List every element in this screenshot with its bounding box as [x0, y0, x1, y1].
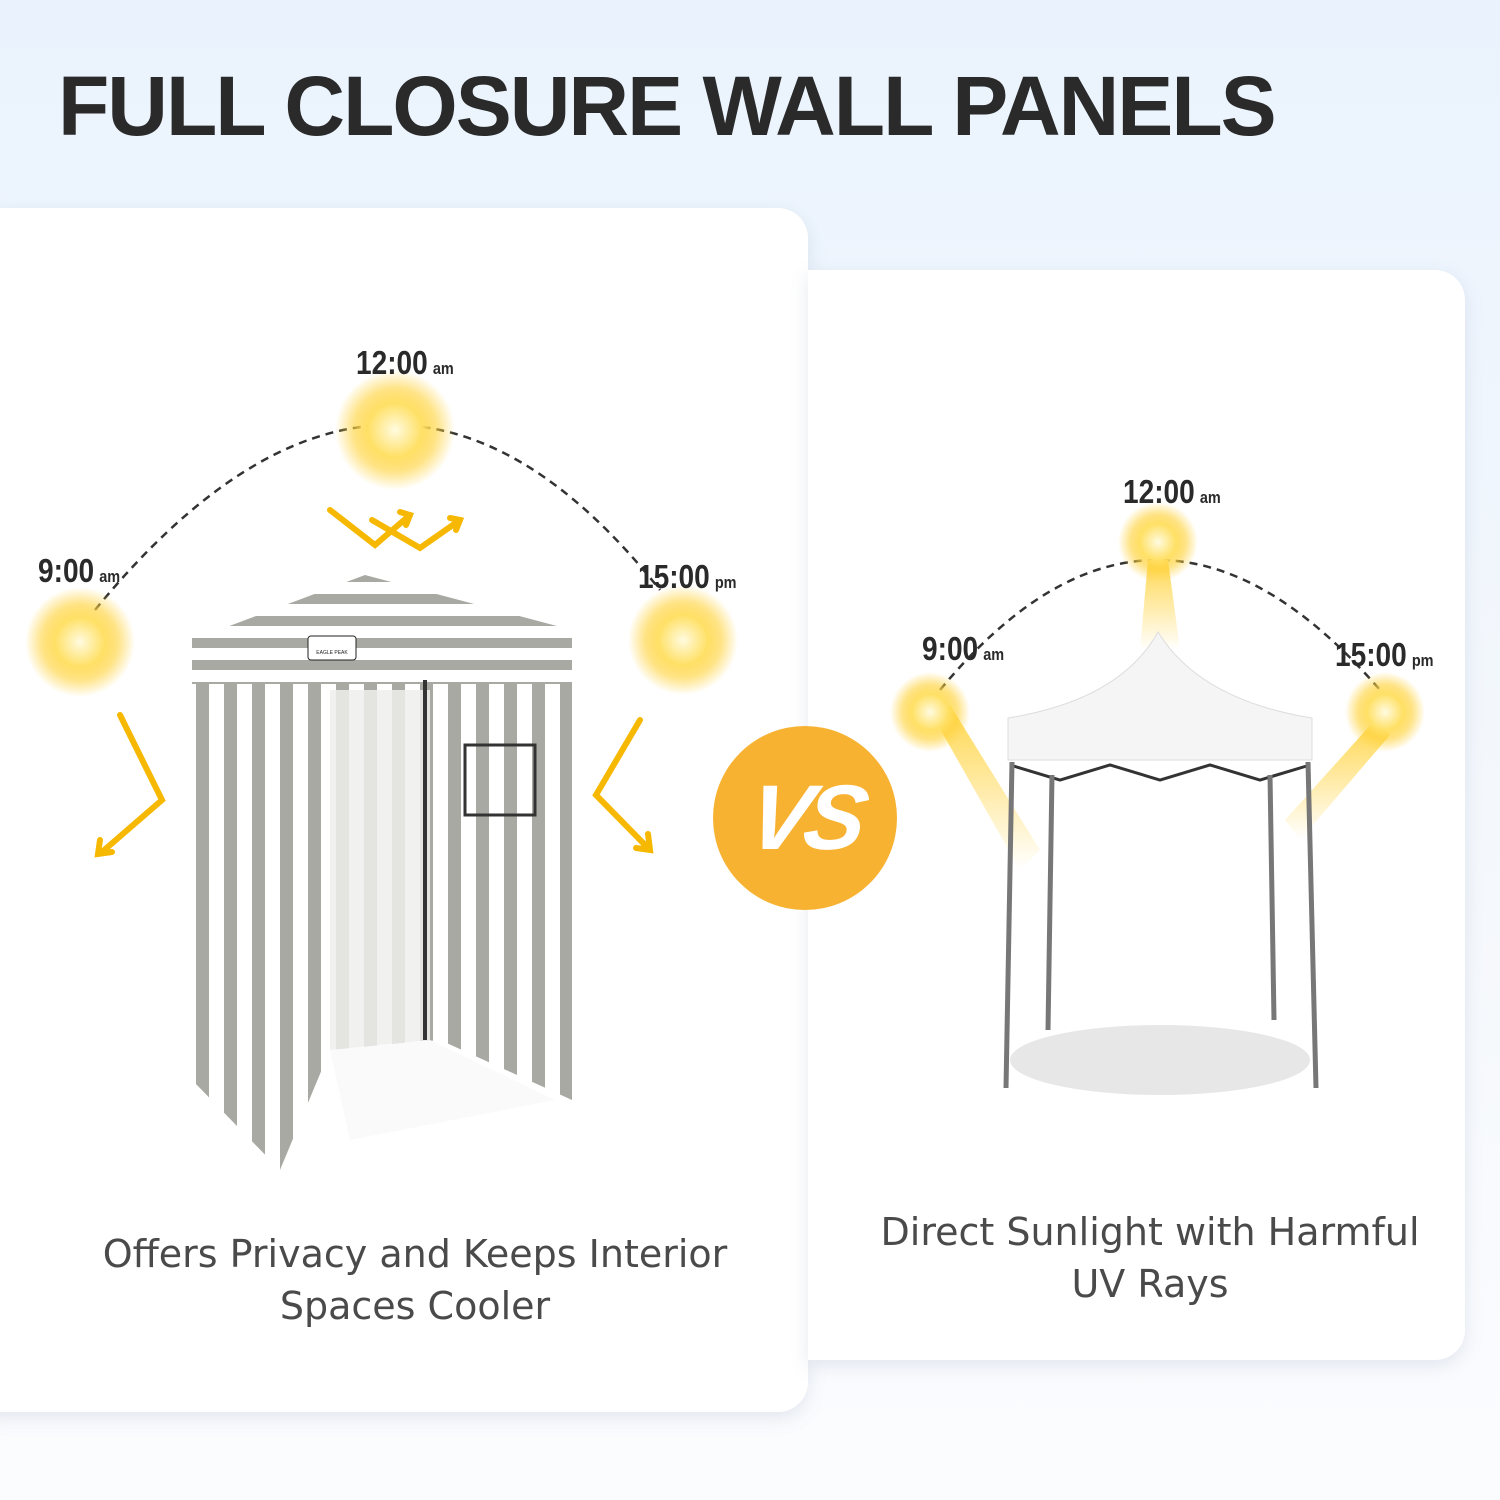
sun-icon [628, 585, 738, 695]
sun-icon [1345, 672, 1425, 752]
caption-line: Direct Sunlight with Harmful [880, 1210, 1420, 1254]
sun-icon [335, 370, 455, 490]
brand-logo: EAGLE PEAK [316, 650, 348, 656]
page-title: FULL CLOSURE WALL PANELS [58, 59, 1277, 153]
canopy-tent-image [1003, 631, 1319, 1095]
right-caption: Direct Sunlight with Harmful UV Rays [850, 1206, 1450, 1310]
privacy-tent-image [192, 575, 572, 1170]
deflect-arrow-icon [94, 507, 654, 858]
vs-badge: VS [713, 726, 897, 910]
sun-icon [1118, 502, 1198, 582]
caption-line: Spaces Cooler [279, 1284, 551, 1328]
left-caption: Offers Privacy and Keeps Interior Spaces… [60, 1228, 770, 1332]
sun-path-arc [939, 558, 1381, 691]
caption-line: Offers Privacy and Keeps Interior [102, 1232, 728, 1276]
right-panel-card [808, 270, 1465, 1360]
sun-icon [25, 587, 135, 697]
caption-line: UV Rays [1071, 1262, 1229, 1306]
sun-icon [890, 672, 970, 752]
vs-label: VS [740, 766, 870, 869]
